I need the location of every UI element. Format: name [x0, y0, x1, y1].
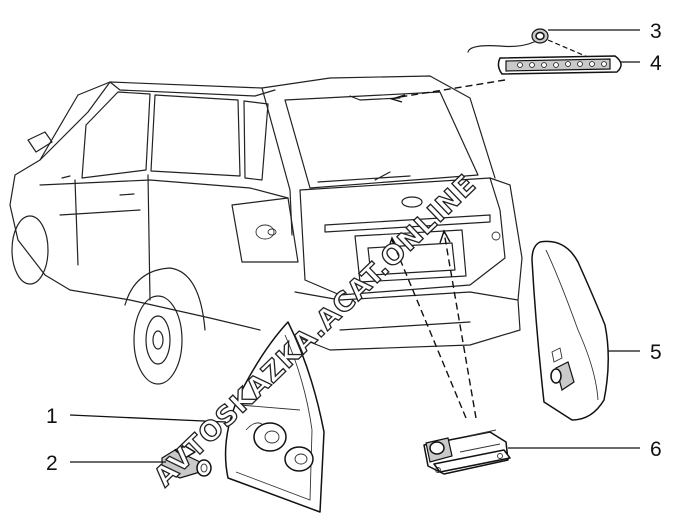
callout-5: 5 [650, 341, 662, 364]
callout-2: 2 [46, 452, 58, 475]
grommet-part-3 [467, 28, 549, 53]
callout-6: 6 [650, 438, 662, 461]
callout-3: 3 [650, 20, 662, 43]
rear-lamp-part-1 [224, 321, 325, 513]
callout-1: 1 [46, 405, 58, 428]
assembly-lines [387, 39, 591, 419]
licence-plate-lamp-part-6 [423, 429, 511, 475]
callout-4: 4 [650, 52, 662, 75]
rear-lamp-part-5 [531, 240, 610, 421]
callout-labels: 1 2 3 4 5 6 [46, 20, 662, 475]
lamp-socket-part-2 [161, 445, 212, 479]
leader-lines [69, 29, 640, 463]
car-body [9, 75, 523, 385]
high-stop-lamp-part-4 [497, 55, 622, 75]
